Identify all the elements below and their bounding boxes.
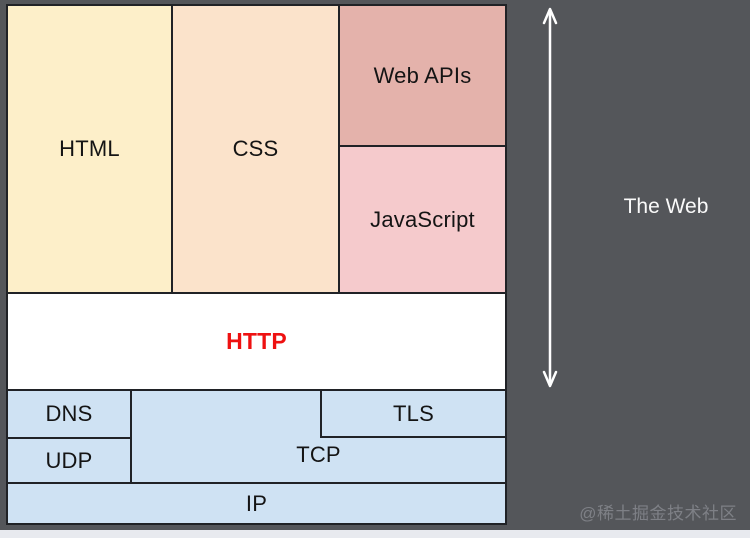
layer-http-label: HTTP bbox=[226, 328, 287, 354]
layer-web-apis: Web APIs bbox=[338, 4, 507, 147]
layer-http: HTTP bbox=[6, 292, 507, 391]
layer-ip-label: IP bbox=[245, 490, 268, 516]
side-annotation-the-web: The Web bbox=[623, 195, 709, 218]
layer-web-apis-label: Web APIs bbox=[373, 62, 472, 88]
layer-tls-label: TLS bbox=[393, 400, 434, 426]
layer-css: CSS bbox=[171, 4, 340, 294]
layer-css-label: CSS bbox=[232, 136, 279, 161]
layer-udp-label: UDP bbox=[45, 447, 93, 473]
watermark-text: @稀土掘金技术社区 bbox=[579, 504, 737, 523]
layer-tls: TLS bbox=[320, 389, 507, 438]
layer-javascript: JavaScript bbox=[338, 145, 507, 294]
layer-tcp-label: TCP bbox=[296, 442, 341, 467]
layer-ip: IP bbox=[6, 482, 507, 525]
layer-javascript-label: JavaScript bbox=[370, 206, 475, 232]
layer-dns-label: DNS bbox=[45, 401, 93, 426]
double-arrow-icon bbox=[542, 7, 558, 388]
layer-html: HTML bbox=[6, 4, 173, 294]
layer-dns: DNS bbox=[6, 389, 132, 439]
layer-html-label: HTML bbox=[59, 136, 120, 161]
layer-udp: UDP bbox=[6, 437, 132, 484]
bottom-edge-strip bbox=[0, 530, 750, 538]
